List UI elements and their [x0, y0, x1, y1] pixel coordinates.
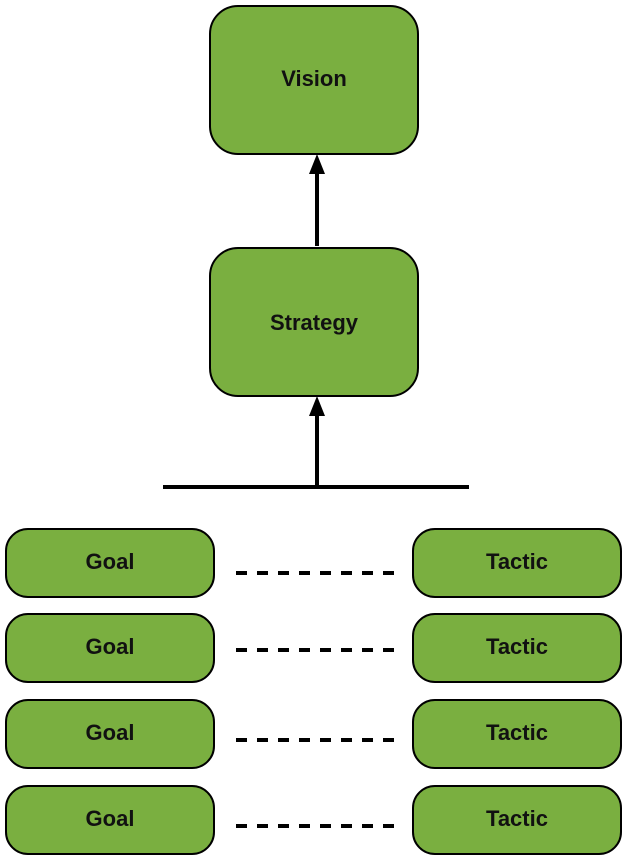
goal-label: Goal [86, 634, 135, 659]
pair-row: Goal Tactic [5, 528, 622, 598]
goal-label: Goal [86, 806, 135, 831]
tactic-pill [412, 785, 622, 855]
arrow-base-to-strategy [309, 396, 325, 488]
arrow-strategy-to-vision [309, 154, 325, 246]
strategy-box [209, 247, 419, 397]
pair-row: Goal Tactic [5, 699, 622, 769]
goal-pill [5, 528, 215, 598]
tactic-label: Tactic [486, 549, 548, 574]
goal-label: Goal [86, 720, 135, 745]
pair-row: Goal Tactic [5, 785, 622, 855]
tactic-label: Tactic [486, 806, 548, 831]
goal-pill [5, 699, 215, 769]
vision-node: Vision [209, 5, 419, 155]
tactic-pill [412, 528, 622, 598]
vision-box [209, 5, 419, 155]
goal-pill [5, 613, 215, 683]
tactic-pill [412, 699, 622, 769]
tactic-label: Tactic [486, 634, 548, 659]
vision-label: Vision [281, 66, 347, 91]
pair-row: Goal Tactic [5, 613, 622, 683]
goal-label: Goal [86, 549, 135, 574]
goal-pill [5, 785, 215, 855]
tactic-pill [412, 613, 622, 683]
strategy-node: Strategy [209, 247, 419, 397]
strategy-label: Strategy [270, 310, 359, 335]
tactic-label: Tactic [486, 720, 548, 745]
